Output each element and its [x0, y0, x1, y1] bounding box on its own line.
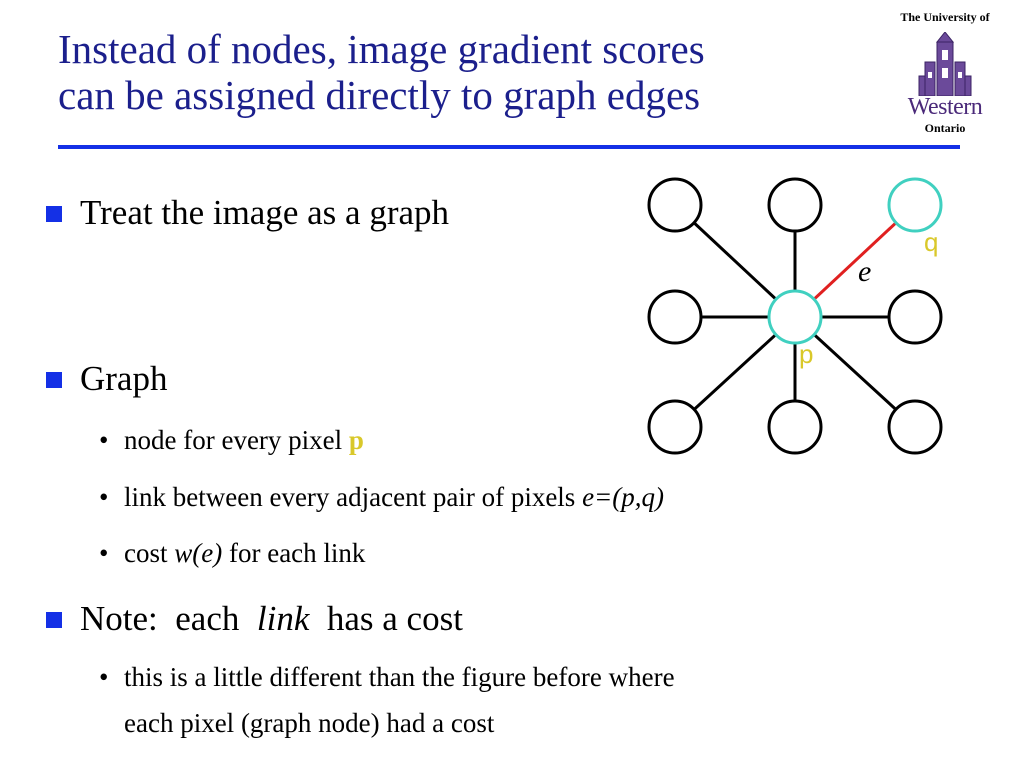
slide-title: Instead of nodes, image gradient scores … — [58, 26, 888, 118]
graph-node-p — [767, 289, 823, 345]
graph-node — [767, 177, 823, 233]
cost-post: for each link — [222, 538, 366, 568]
university-logo: The University of Western Ontario — [880, 10, 1010, 135]
node-text: node for every pixel — [124, 425, 349, 455]
bullet-treat-image: Treat the image as a graph — [80, 193, 450, 232]
graph-node — [647, 177, 703, 233]
title-line-2: can be assigned directly to graph edges — [58, 72, 701, 118]
bullet-note: Note: each link has a cost — [80, 599, 463, 639]
cost-pre: cost — [124, 538, 175, 568]
graph-node — [887, 289, 943, 345]
graph-node — [647, 289, 703, 345]
logo-name: Western — [907, 94, 983, 120]
tower-icon — [918, 32, 972, 96]
bullet-square — [46, 612, 62, 628]
sub-bullet-dot: • — [99, 662, 109, 692]
graph-node — [767, 399, 823, 455]
sub-bullet-different-line2: each pixel (graph node) had a cost — [124, 708, 495, 738]
graph-label-e: e — [858, 255, 871, 288]
graph-label-p: p — [799, 339, 813, 369]
link-text: link between every adjacent pair of pixe… — [124, 482, 583, 512]
sub-bullet-link: link between every adjacent pair of pixe… — [124, 482, 664, 513]
graph-label-q: q — [924, 227, 938, 257]
cost-formula: w(e) — [174, 538, 223, 568]
graph-node — [647, 399, 703, 455]
graph-node-q — [887, 177, 943, 233]
note-post: has a cost — [309, 599, 463, 638]
link-formula: e=(p,q) — [582, 482, 665, 512]
logo-top-text: The University of — [900, 10, 990, 24]
title-line-1: Instead of nodes, image gradient scores — [58, 26, 705, 72]
graph-node — [887, 399, 943, 455]
sub-bullet-dot: • — [99, 482, 109, 512]
sub-bullet-different-line1: this is a little different than the figu… — [124, 662, 675, 692]
pixel-graph-diagram: q p e — [647, 177, 943, 455]
sub-bullet-dot: • — [99, 425, 109, 455]
sub-bullet-node: node for every pixel p — [124, 425, 364, 456]
sub-bullet-dot: • — [99, 538, 109, 568]
note-link: link — [256, 599, 310, 638]
title-divider — [58, 145, 960, 149]
logo-subtitle: Ontario — [924, 121, 966, 135]
bullet-square — [46, 372, 62, 388]
bullet-square — [46, 206, 62, 222]
node-p-highlight: p — [348, 425, 364, 455]
note-pre: Note: each — [80, 599, 257, 638]
sub-bullet-cost: cost w(e) for each link — [124, 538, 365, 569]
bullet-graph: Graph — [80, 359, 168, 398]
